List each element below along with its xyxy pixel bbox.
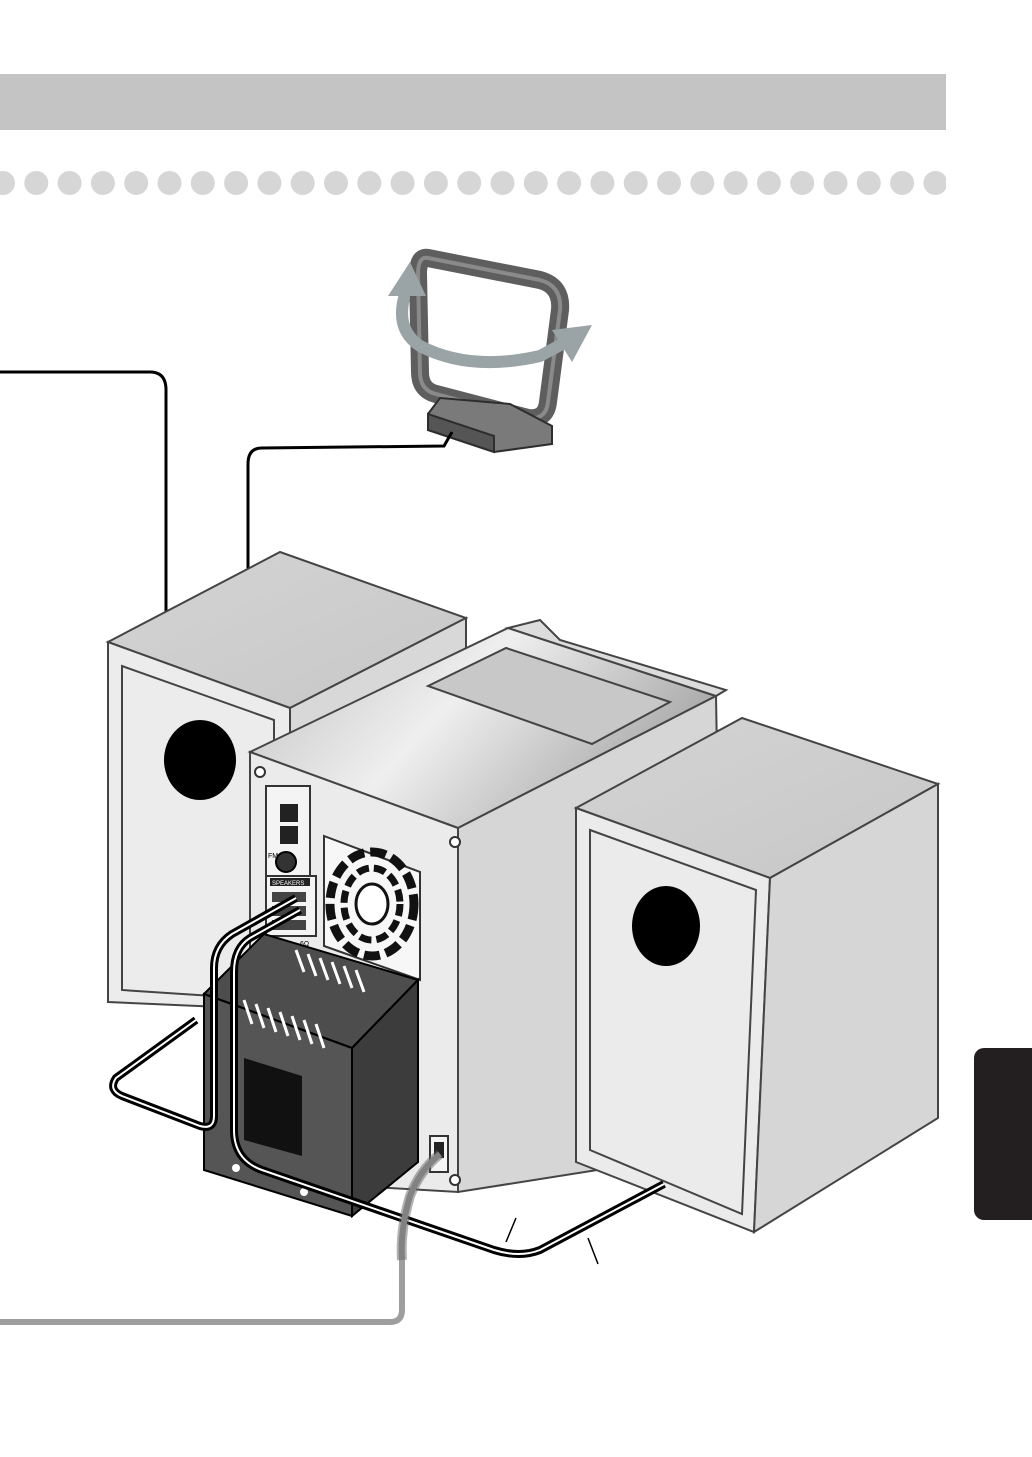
- cord-callout-2: [588, 1238, 598, 1264]
- speakers-label: SPEAKERS: [272, 881, 304, 887]
- fm-label: FM: [268, 853, 278, 860]
- left-speaker-port: [164, 720, 236, 800]
- right-speaker: [576, 718, 938, 1232]
- right-speaker-port: [632, 886, 700, 966]
- cord-callout-1: [506, 1218, 516, 1242]
